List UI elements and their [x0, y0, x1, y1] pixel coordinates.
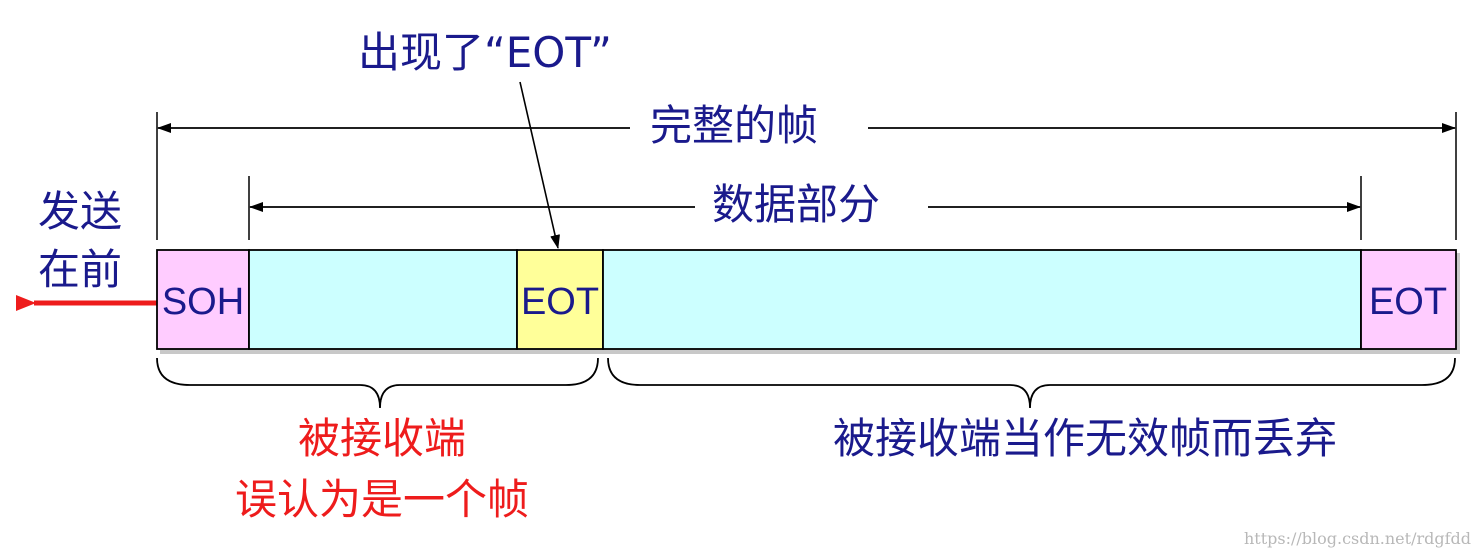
misread-label-line2: 误认为是一个帧: [235, 475, 529, 524]
misread-label-line1: 被接收端: [298, 414, 466, 463]
discarded-frame-brace: [607, 357, 1456, 409]
eot-end-segment: [1360, 249, 1457, 350]
data-segment-second: [602, 249, 1362, 350]
discarded-label: 被接收端当作无效帧而丢弃: [833, 414, 1337, 463]
soh-label: SOH: [162, 281, 244, 323]
eot-end-label: EOT: [1369, 281, 1447, 323]
misread-frame-brace: [156, 357, 599, 409]
data-part-label: 数据部分: [712, 180, 880, 229]
watermark-text: https://blog.csdn.net/rdgfdd: [1244, 529, 1471, 548]
eot-middle-segment: [516, 249, 604, 350]
send-first-label-line2: 在前: [38, 245, 122, 294]
whole-frame-label: 完整的帧: [650, 101, 818, 150]
send-first-label-line1: 发送: [38, 187, 122, 236]
eot-appeared-label: 出现了“EOT”: [358, 28, 612, 77]
data-segment-first: [248, 249, 518, 350]
eot-pointer-line: [519, 81, 560, 249]
soh-segment: [156, 249, 250, 350]
eot-middle-label: EOT: [521, 281, 599, 323]
